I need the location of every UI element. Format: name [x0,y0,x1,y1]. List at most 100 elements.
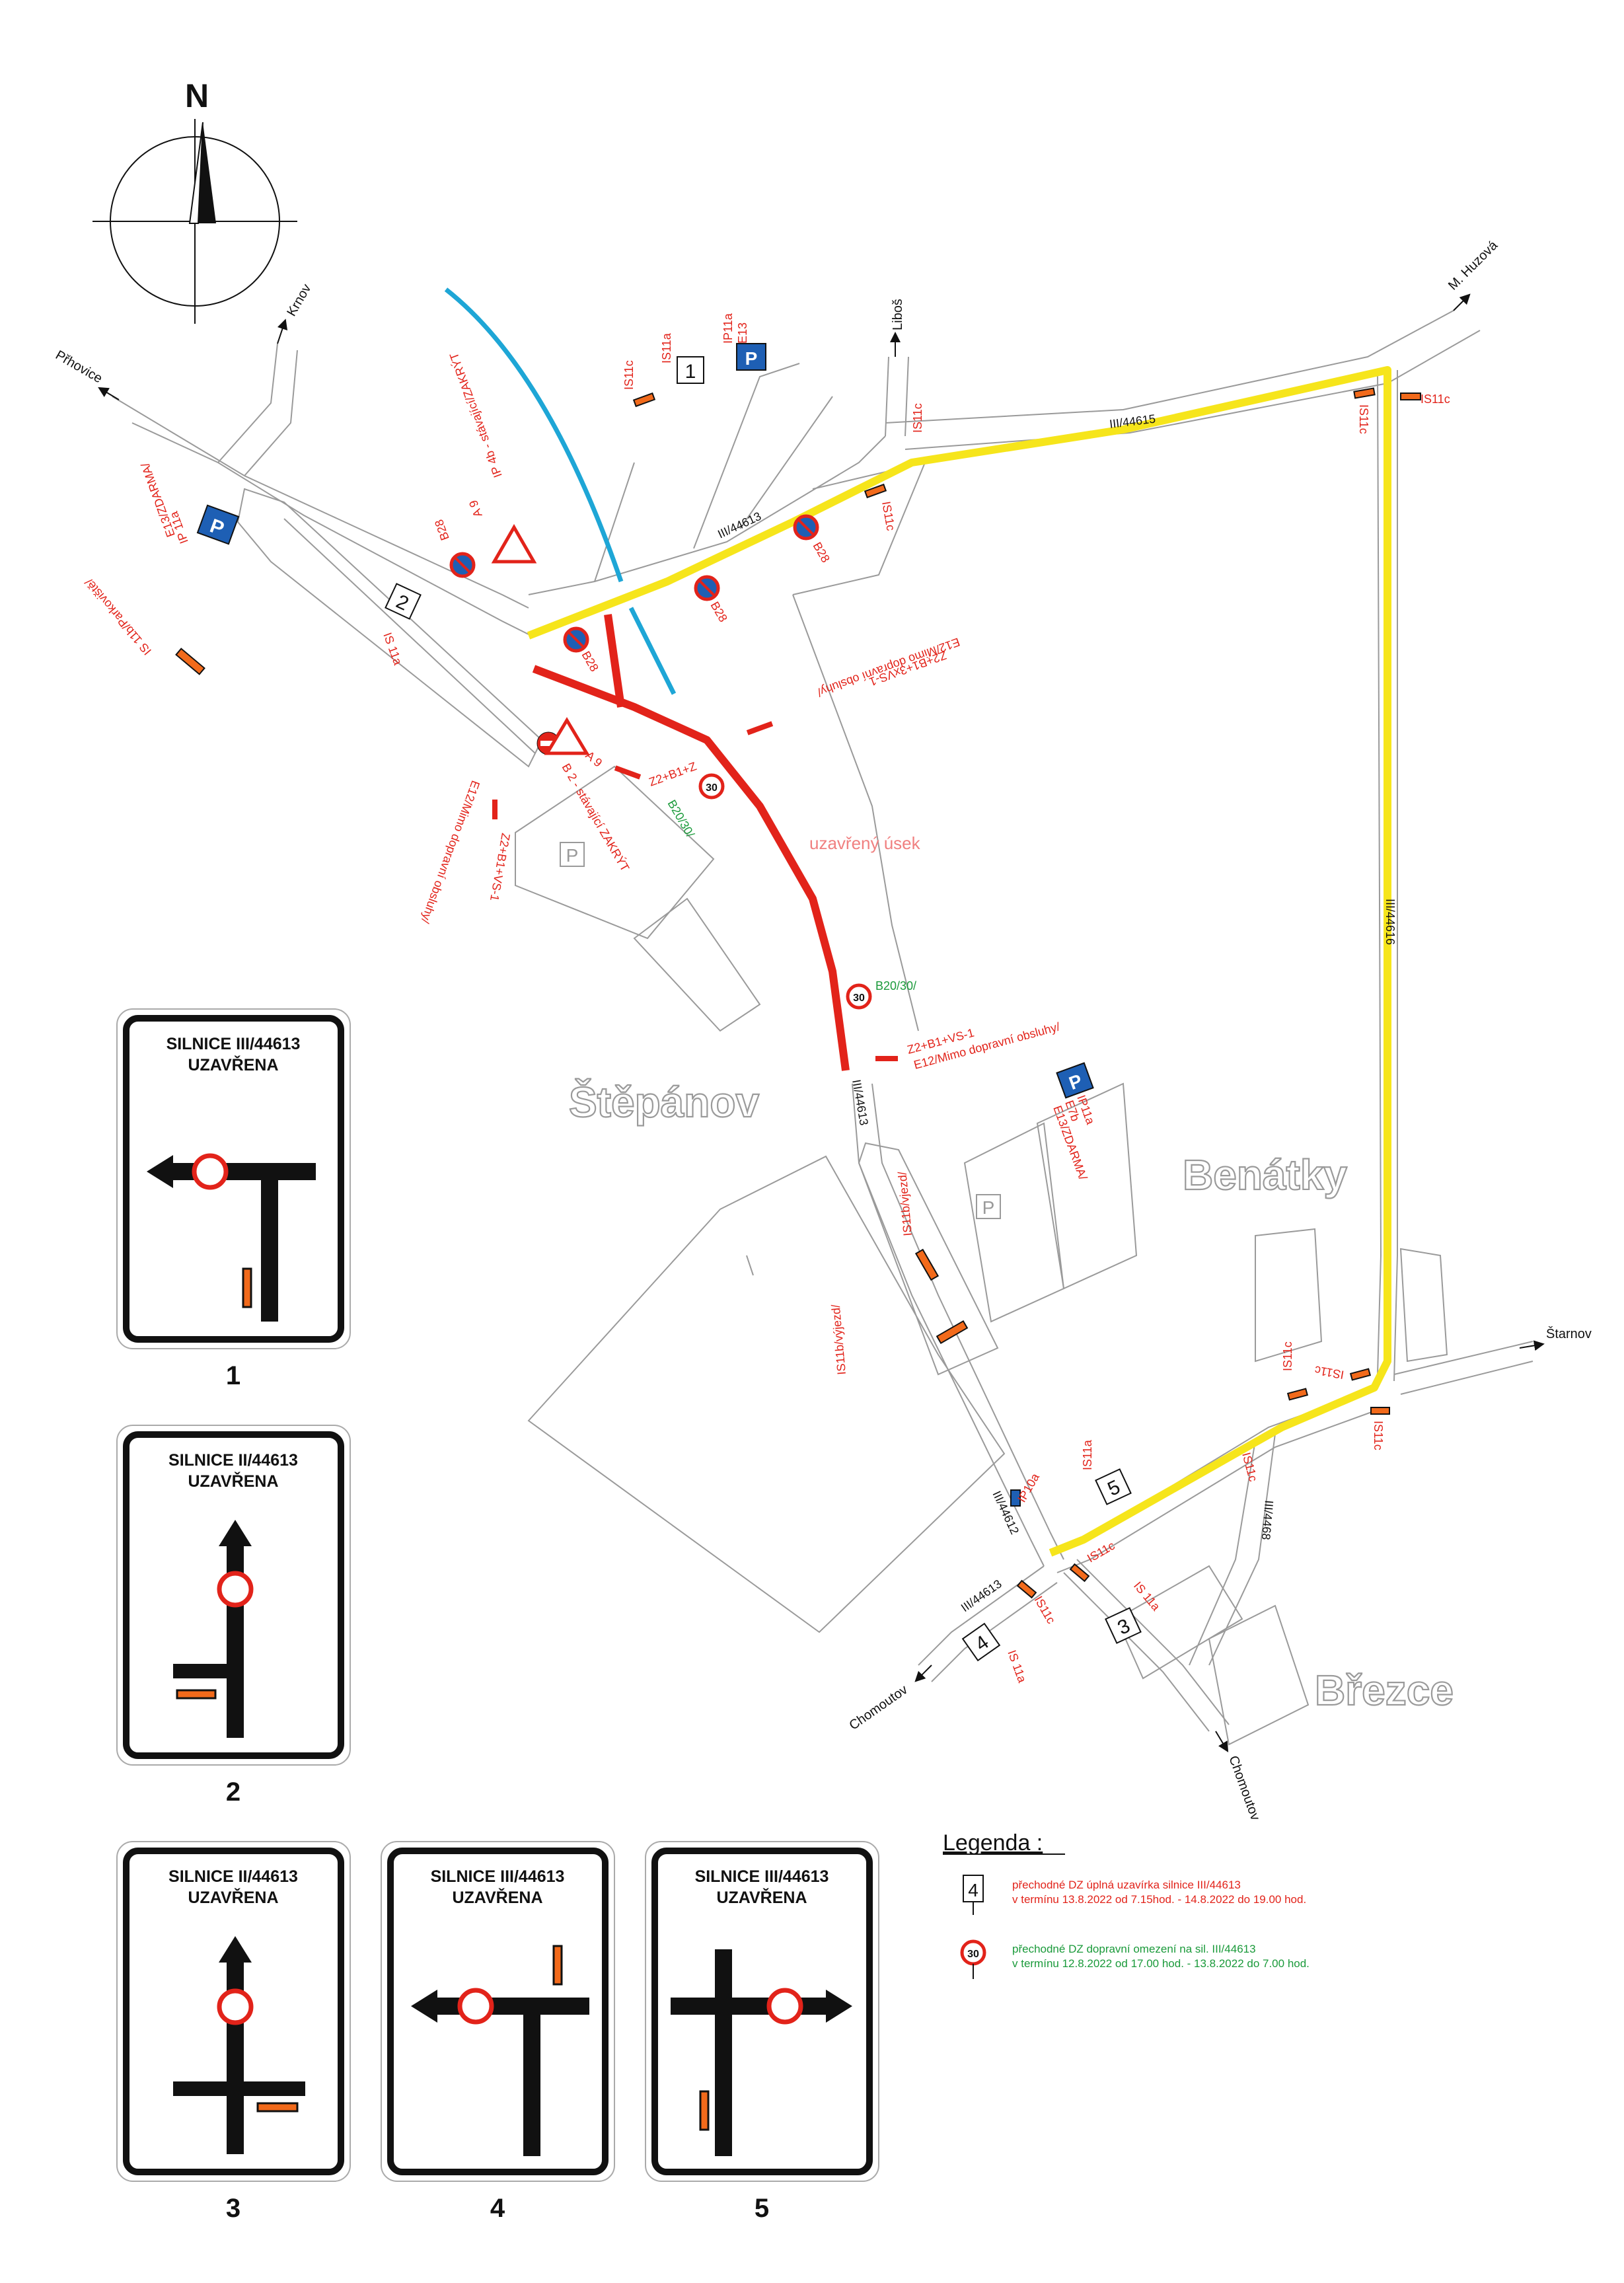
speed-limit-icon [698,773,725,800]
detour-arrow-sign-icon [914,1248,940,1281]
label-b20-b: B20/30/ [875,979,916,992]
dir-prhovice: Přhovice [53,348,104,386]
speed-limit-value: 30 [853,992,865,1004]
detour-arrow-sign-icon [1353,387,1376,399]
legend: Legenda : 4 přechodné DZ úplná uzavírka … [943,1830,1310,1979]
label-is11c-ne1: IS11c [1357,404,1370,434]
label-ip10a: IP10a [1015,1470,1042,1505]
label-is11c-ne2: IS11c [1421,393,1450,406]
panel-4-number: 4 [490,2194,505,2223]
parking-sign-icon [1056,1062,1094,1099]
parking-markers: P P [560,842,1001,1219]
label-b28-c: B28 [579,649,601,674]
panel-5-title-1: SILNICE III/44613 [695,1867,829,1886]
label-is11b-vyjezd: IS11b/výjezd/ [829,1304,848,1375]
sign-symbols: P P P 30 30 [175,343,1421,1599]
stream-south [628,607,677,695]
speed-limit-icon [846,983,872,1010]
detour-arrow-sign-icon [632,392,656,408]
panel-3-title-2: UZAVŘENA [188,1887,278,1907]
place-benatky: Benátky [1183,1151,1347,1199]
panel-5-number: 5 [755,2194,769,2223]
label-e12-ne: E12/Mimo dopravní obsluhy/ [815,635,961,699]
legend-item1-line1: přechodné DZ úplná uzavírka silnice III/… [1012,1879,1241,1891]
label-z2-mid: Z2+B1+Z [647,759,698,788]
svg-text:P: P [745,348,758,369]
barrier-icon [875,1056,898,1061]
map-sign-1: 1 [685,361,696,383]
label-is11c-e2: IS11c [1313,1363,1345,1381]
legend-item1-line2: v termínu 13.8.2022 od 7.15hod. - 14.8.2… [1012,1893,1306,1906]
detour-arrow-sign-icon [175,648,205,675]
panel-1-title-1: SILNICE III/44613 [166,1035,301,1053]
detour-arrow-sign-icon [1016,1579,1037,1599]
detour-panel-3: SILNICE II/44613 UZAVŘENA 3 [116,1841,351,2223]
barrier-icon [614,765,642,780]
label-a9-top: A 9 [466,498,485,519]
label-e12-sw: E12/Mimo dopravní obsluhy/ [418,779,482,925]
map-sign-numbers: 1 2 3 4 5 [385,356,1142,1662]
parking-sign-icon [196,504,240,545]
label-is11a-top: IS11a [660,332,673,363]
legend-symbol-2: 30 [967,1949,979,1960]
label-is11c-e3: IS11c [1372,1421,1385,1450]
compass: N [92,77,297,324]
detour-panel-4: SILNICE III/44613 UZAVŘENA 4 [381,1841,615,2223]
label-is11c-s1: IS11c [1085,1539,1117,1565]
label-is11a-e: IS11a [1081,1439,1094,1470]
detour-arrow-sign-icon [1400,393,1421,400]
dir-starnov: Štarnov [1546,1326,1592,1341]
panel-4-title-2: UZAVŘENA [452,1887,542,1907]
dir-chomoutov-s: Chomoutov [1226,1754,1263,1822]
label-ip11a-top: IP11a [721,313,735,344]
legend-item2-line1: přechodné DZ dopravní omezení na sil. II… [1012,1943,1256,1955]
detour-route [527,366,1391,1557]
closed-road [532,614,850,1071]
detour-panel-5: SILNICE III/44613 UZAVŘENA 5 [645,1841,879,2223]
dir-m-huzova: M. Huzová [1446,238,1501,293]
parking-sign-icon [736,343,766,371]
dir-krnov: Krnov [284,281,314,318]
panel-5-title-2: UZAVŘENA [716,1887,807,1907]
warning-triangle-icon [544,717,590,755]
label-b28-b: B28 [708,599,730,624]
panel-2-title-2: UZAVŘENA [188,1471,278,1491]
label-b28-a: B28 [811,540,832,565]
label-is11b-park: IS 11b/Parkoviště/ [83,576,154,658]
panel-1-title-2: UZAVŘENA [188,1055,278,1074]
label-ip4b-top: IP 4b - stávající/ZAKRÝT [447,351,505,480]
label-is11c-s2: IS11c [1032,1594,1058,1626]
panel-2-title-1: SILNICE II/44613 [168,1451,298,1470]
barrier-icon [746,721,774,735]
detour-arrow-sign-icon [864,483,887,499]
north-label: N [185,77,209,114]
panel-2-number: 2 [226,1778,240,1807]
barrier-icon [492,800,498,819]
label-is11c-b28: IS11c [879,500,897,531]
stream [444,287,624,583]
road-number-4468: III/4468 [1259,1500,1276,1541]
detour-arrow-sign-icon [936,1320,969,1345]
panel-3-title-1: SILNICE II/44613 [168,1867,298,1886]
legend-item2-line2: v termínu 12.8.2022 od 17.00 hod. - 13.8… [1012,1957,1310,1970]
dir-libos: Liboš [891,299,905,330]
legend-heading: Legenda : [943,1830,1043,1855]
road-number-44616: III/44616 [1384,899,1397,945]
label-b28-d: B28 [432,518,452,543]
panel-3-number: 3 [226,2194,240,2223]
label-is11a-left: IS 11a [381,631,404,667]
place-stepanov: Štěpánov [569,1078,759,1126]
warning-triangle-icon [491,523,537,564]
ip10a-sign-icon [1010,1489,1021,1507]
label-z2-sw: Z2+B1+VS-1 [488,832,513,902]
parking-letter-stepanov: P [566,845,579,866]
panel-1-number: 1 [226,1361,240,1390]
label-e13-left: E13/ZDARMA/ [139,461,178,539]
label-e13-top: E13 [736,322,749,344]
label-is11b-vjezd: IS11b/vjezd/ [896,1171,914,1236]
label-is11c-e1: IS11c [1281,1341,1294,1371]
road-numbers: III/44615 III/44613 III/44616 III/44613 … [716,412,1397,1615]
road-number-44613-mid: III/44613 [850,1078,871,1126]
label-is11c-top: IS11c [622,360,636,390]
